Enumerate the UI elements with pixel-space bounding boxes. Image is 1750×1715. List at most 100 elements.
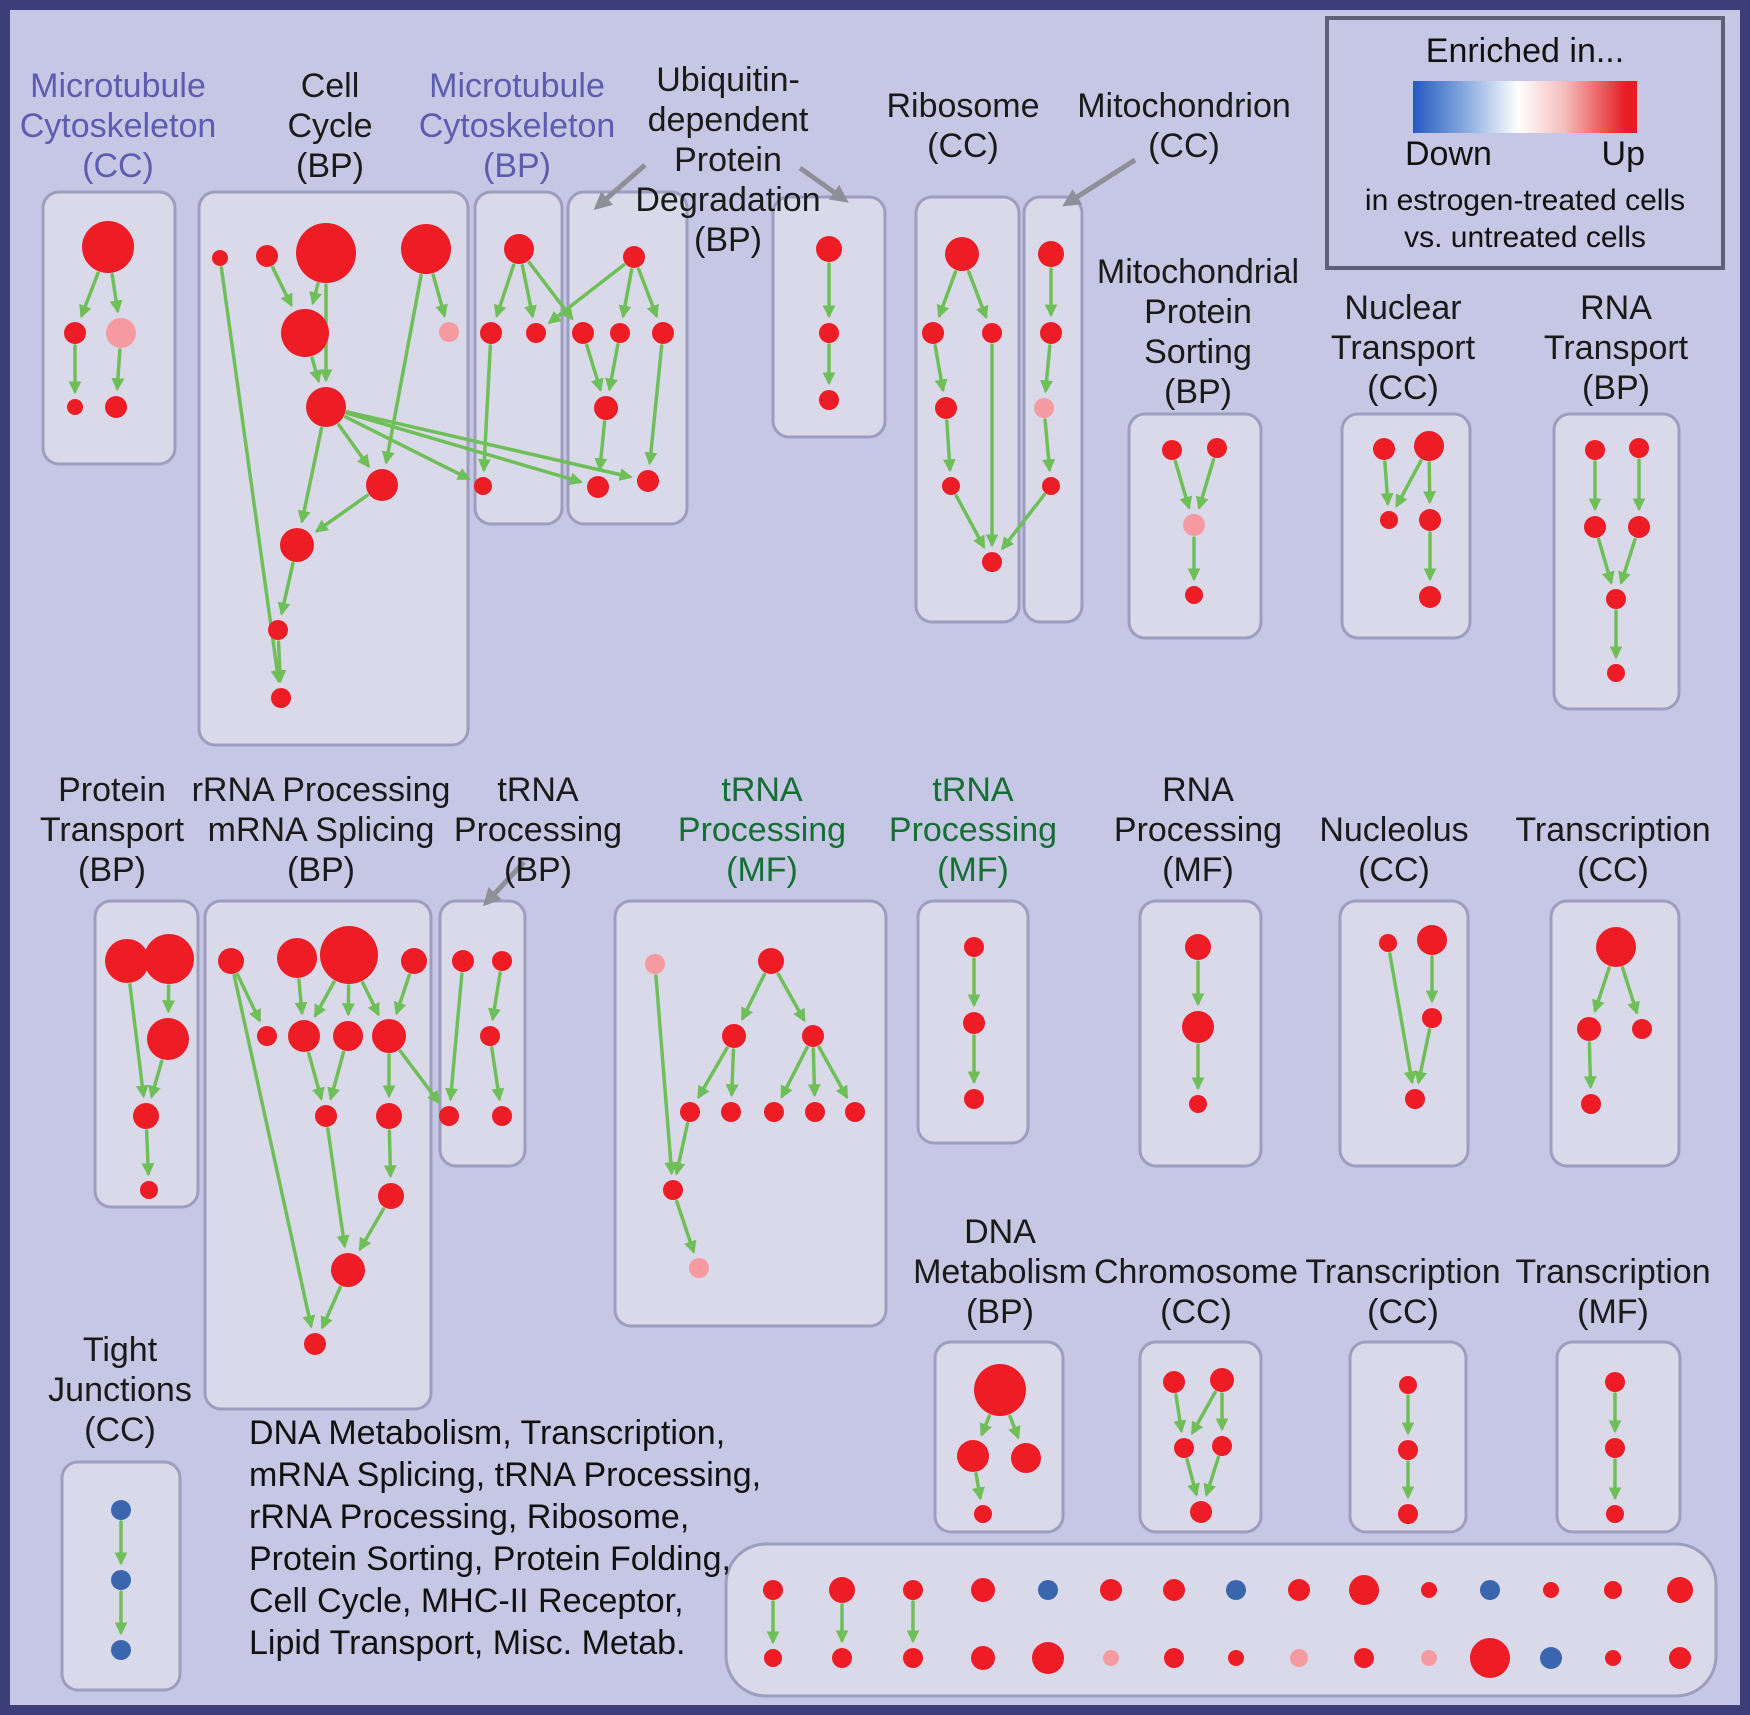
go-term-node-rrna-mrna-bp-4 bbox=[257, 1026, 277, 1046]
go-term-node-ubiquitin-bp-a-4 bbox=[594, 396, 618, 420]
go-term-node-cell-cycle-bp-9 bbox=[268, 620, 288, 640]
edge-arrow bbox=[1173, 1393, 1187, 1434]
go-term-node-rrna-mrna-bp-0 bbox=[218, 948, 244, 974]
edge-arrow bbox=[1203, 1455, 1221, 1497]
go-term-node-rrna-mrna-bp-5 bbox=[288, 1020, 320, 1052]
go-term-node-ribosome-cc-4 bbox=[942, 477, 960, 495]
go-term-node-cell-cycle-bp-6 bbox=[306, 387, 346, 427]
go-term-node-ribosome-cc-0 bbox=[945, 237, 979, 271]
edge-arrow bbox=[1423, 461, 1437, 505]
edge-arrow bbox=[487, 971, 502, 1022]
edge-arrow bbox=[431, 273, 448, 318]
edge-arrow bbox=[547, 263, 626, 324]
go-term-node-rna-processing-mf-0 bbox=[1185, 934, 1211, 960]
edge-arrow bbox=[942, 419, 956, 473]
go-term-node-protein-transport-bp-4 bbox=[140, 1181, 158, 1199]
go-term-node-nucleolus-cc-3 bbox=[1405, 1089, 1425, 1109]
go-term-node-rrna-mrna-bp-8 bbox=[315, 1105, 337, 1127]
go-term-node-chromosome-cc-3 bbox=[1212, 1436, 1232, 1456]
go-term-node-misc-metabolism-11 bbox=[1480, 1580, 1500, 1600]
cluster-box-transcription-cc-2 bbox=[1348, 1340, 1468, 1534]
go-term-node-misc-metabolism-23 bbox=[1290, 1649, 1308, 1667]
go-term-node-trna-bp-2 bbox=[480, 1026, 500, 1046]
go-term-node-ubiquitin-bp-b-1 bbox=[819, 323, 839, 343]
edge-arrow bbox=[1618, 537, 1637, 585]
go-term-node-trna-bp-3 bbox=[439, 1106, 459, 1126]
go-term-node-nuclear-transport-cc-2 bbox=[1380, 511, 1398, 529]
go-term-node-trna-mf-a-0 bbox=[645, 954, 665, 974]
edge-arrow bbox=[936, 270, 958, 319]
go-term-node-microtubule-cc-1 bbox=[64, 322, 86, 344]
go-term-node-dna-metabolism-bp-1 bbox=[957, 1440, 989, 1472]
go-term-node-misc-metabolism-1 bbox=[829, 1577, 855, 1603]
go-term-node-microtubule-cc-2 bbox=[106, 318, 136, 348]
edge-arrow bbox=[393, 973, 412, 1016]
go-term-node-chromosome-cc-0 bbox=[1163, 1371, 1185, 1393]
edge-arrow bbox=[644, 344, 664, 466]
go-term-node-protein-transport-bp-3 bbox=[133, 1103, 159, 1129]
go-term-node-cell-cycle-bp-5 bbox=[439, 322, 459, 342]
edge-arrow bbox=[314, 493, 370, 533]
go-term-node-microtubule-cc-3 bbox=[67, 399, 83, 415]
go-term-node-misc-metabolism-4 bbox=[1038, 1580, 1058, 1600]
go-term-node-rrna-mrna-bp-9 bbox=[376, 1103, 402, 1129]
go-term-node-misc-metabolism-22 bbox=[1228, 1650, 1244, 1666]
go-term-node-ubiquitin-bp-a-5 bbox=[587, 476, 609, 498]
edge-arrow bbox=[309, 282, 322, 306]
go-term-node-microtubule-bp-3 bbox=[474, 477, 492, 495]
go-term-node-nucleolus-cc-0 bbox=[1379, 934, 1397, 952]
go-term-node-cell-cycle-bp-4 bbox=[281, 309, 329, 357]
go-term-node-rna-transport-bp-4 bbox=[1606, 589, 1626, 609]
edge-arrow bbox=[326, 1127, 350, 1249]
go-term-node-rrna-mrna-bp-10 bbox=[378, 1183, 404, 1209]
go-term-node-rna-processing-mf-2 bbox=[1189, 1095, 1207, 1113]
go-term-node-misc-metabolism-26 bbox=[1470, 1638, 1510, 1678]
edge-arrow bbox=[675, 1199, 697, 1255]
go-term-node-rrna-mrna-bp-11 bbox=[331, 1253, 365, 1287]
legend-gradient-bar bbox=[1413, 81, 1637, 133]
edge-arrow bbox=[79, 271, 100, 319]
go-term-node-mps-bp-1 bbox=[1207, 438, 1227, 458]
legend-down-label: Down bbox=[1405, 135, 1492, 173]
edge-arrow bbox=[1583, 1041, 1597, 1090]
go-term-node-trna-mf-a-6 bbox=[764, 1102, 784, 1122]
edge-arrow bbox=[807, 1047, 821, 1098]
edge-arrow bbox=[979, 1414, 992, 1437]
edge-arrow bbox=[307, 1051, 325, 1101]
edge-arrow bbox=[148, 1059, 164, 1099]
edge-arrow bbox=[309, 356, 322, 384]
edge-arrow bbox=[360, 981, 380, 1017]
edge-arrow bbox=[527, 260, 574, 321]
edge-arrow bbox=[697, 1046, 729, 1100]
edge-arrow bbox=[320, 1285, 343, 1330]
edge-arrow bbox=[477, 344, 493, 473]
edge-arrow bbox=[954, 493, 986, 550]
edge-arrow bbox=[1185, 1457, 1200, 1497]
go-term-node-misc-metabolism-0 bbox=[763, 1580, 783, 1600]
go-term-node-mps-bp-2 bbox=[1183, 514, 1205, 536]
edge-arrow bbox=[672, 1121, 690, 1176]
edge-arrow bbox=[297, 426, 324, 524]
go-term-node-rna-transport-bp-0 bbox=[1585, 440, 1605, 460]
go-term-node-transcription-mf-2 bbox=[1606, 1505, 1624, 1523]
cluster-box-nuclear-transport-cc bbox=[1340, 412, 1472, 640]
go-term-node-rrna-mrna-bp-1 bbox=[277, 938, 317, 978]
edge-arrow bbox=[618, 268, 634, 319]
go-term-node-transcription-cc-2-0 bbox=[1399, 1376, 1417, 1394]
go-term-node-microtubule-cc-4 bbox=[105, 396, 127, 418]
edge-arrow bbox=[271, 265, 293, 308]
legend-up-label: Up bbox=[1601, 135, 1645, 173]
edge-arrow bbox=[585, 343, 604, 392]
go-term-node-ribosome-cc-3 bbox=[935, 397, 957, 419]
edge-arrow bbox=[1191, 1390, 1217, 1436]
edge-arrow bbox=[383, 1129, 397, 1179]
go-term-node-transcription-cc-1-2 bbox=[1632, 1019, 1652, 1039]
go-term-node-dna-metabolism-bp-0 bbox=[974, 1364, 1026, 1416]
cluster-box-transcription-mf bbox=[1555, 1340, 1682, 1534]
edge-arrow bbox=[219, 266, 284, 684]
go-term-node-rna-transport-bp-1 bbox=[1629, 438, 1649, 458]
edge-arrow bbox=[1592, 966, 1611, 1014]
edge-arrow bbox=[490, 1046, 505, 1102]
go-term-node-cell-cycle-bp-1 bbox=[256, 245, 278, 267]
legend-title: Enriched in... bbox=[1425, 32, 1625, 70]
